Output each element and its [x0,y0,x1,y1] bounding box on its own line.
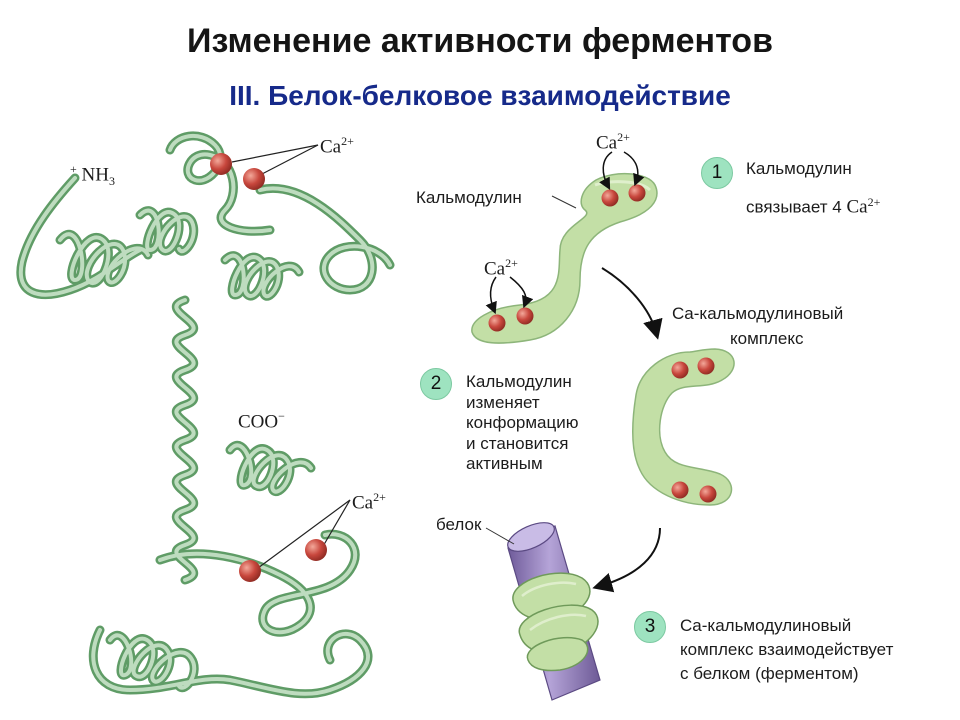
ca-ion-complex-3 [671,481,689,499]
calmodulin-label: Кальмодулин [416,188,522,207]
step-1-badge: 1 [701,157,733,189]
step-2-text: Кальмодулин изменяет конформацию и стано… [466,372,579,473]
ca-ion-complex-4 [699,485,717,503]
step-1-line2: связывает 4 Ca2+ [746,195,881,218]
page-subtitle: III. Белок-белковое взаимодействие [229,80,731,111]
ca-label-protein-top: Ca2+ [320,134,354,158]
step-1-line1: Кальмодулин [746,159,852,178]
coo-label: COO− [238,409,285,433]
step-3-badge: 3 [634,611,666,643]
calmodulin-inactive [471,172,658,344]
ca-label-cam-bottom: Ca2+ [484,256,518,280]
ca-ion-protein-3 [239,560,261,582]
ca-ion-cam-1 [601,189,619,207]
ca-ion-complex-2 [697,357,715,375]
wrapped-calmodulin [512,572,599,672]
protein-ca-pointers [231,144,351,569]
ca-label-protein-bottom: Ca2+ [352,490,386,514]
protein-ribbon [16,131,395,699]
ca-ion-cam-4 [516,307,534,325]
ca-ion-protein-1 [210,153,232,175]
ca-ion-protein-4 [305,539,327,561]
ca-binding-arrows [485,151,645,315]
ca-ion-cam-3 [488,314,506,332]
protein-leader [485,527,515,545]
arrow-step-2 [592,527,661,593]
calmodulin-complex [631,348,735,506]
complex-label-2: комплекс [730,329,804,348]
ca-ion-cam-2 [628,184,646,202]
step-2-badge: 2 [420,368,452,400]
nh3-label: + NH3 [70,162,115,189]
arrow-step-1 [601,267,663,340]
protein-label: белок [436,515,482,534]
ca-label-cam-top: Ca2+ [596,130,630,154]
page-title: Изменение активности ферментов [187,22,773,60]
calmodulin-leader [551,195,577,209]
step-3-text: Ca-кальмодулиновый комплекс взаимодейств… [680,616,894,683]
ca-ion-complex-1 [671,361,689,379]
ca-ion-protein-2 [243,168,265,190]
complex-label-1: Ca-кальмодулиновый [672,304,844,323]
